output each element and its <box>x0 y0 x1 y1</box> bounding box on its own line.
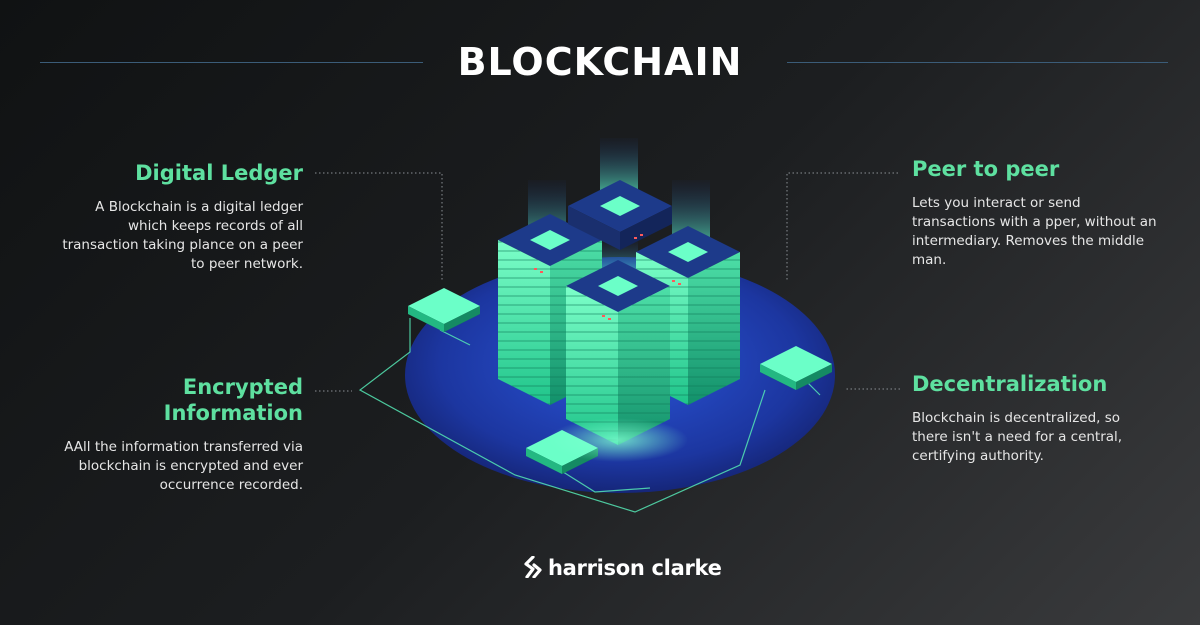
connector-peer <box>786 172 898 280</box>
base-glow <box>548 418 688 462</box>
dotted-connectors <box>315 172 900 392</box>
card-body: A Blockchain is a digital ledger which k… <box>62 199 303 272</box>
chip-node-left <box>408 288 480 332</box>
card-encrypted-information: Encrypted Information AAll the informati… <box>40 374 303 495</box>
card-digital-ledger: Digital Ledger A Blockchain is a digital… <box>60 160 303 274</box>
harrison-clarke-logo-icon <box>524 556 542 578</box>
card-body: Blockchain is decentralized, so there is… <box>912 410 1123 464</box>
card-heading: Digital Ledger <box>135 161 303 185</box>
connector-digital-ledger <box>315 172 443 280</box>
server-hub-top <box>568 180 672 250</box>
card-body: AAll the information transferred via blo… <box>64 439 303 493</box>
title-divider-right <box>787 62 1168 63</box>
card-peer-to-peer: Peer to peer Lets you interact or send t… <box>912 156 1157 270</box>
card-heading: Decentralization <box>912 372 1108 396</box>
chip-node-right <box>760 346 832 390</box>
brand-logo: harrison clarke <box>524 554 724 584</box>
server-tower-right <box>636 226 740 405</box>
page-title: BLOCKCHAIN <box>457 40 743 84</box>
brand-name: harrison clarke <box>548 556 722 580</box>
server-tower-front <box>566 260 670 445</box>
card-body: Lets you interact or send transactions w… <box>912 195 1157 268</box>
card-heading: Encrypted Information <box>163 375 303 425</box>
card-heading: Peer to peer <box>912 157 1060 181</box>
title-divider-left <box>40 62 423 63</box>
card-decentralization: Decentralization Blockchain is decentral… <box>912 371 1157 466</box>
status-lights <box>534 234 681 320</box>
